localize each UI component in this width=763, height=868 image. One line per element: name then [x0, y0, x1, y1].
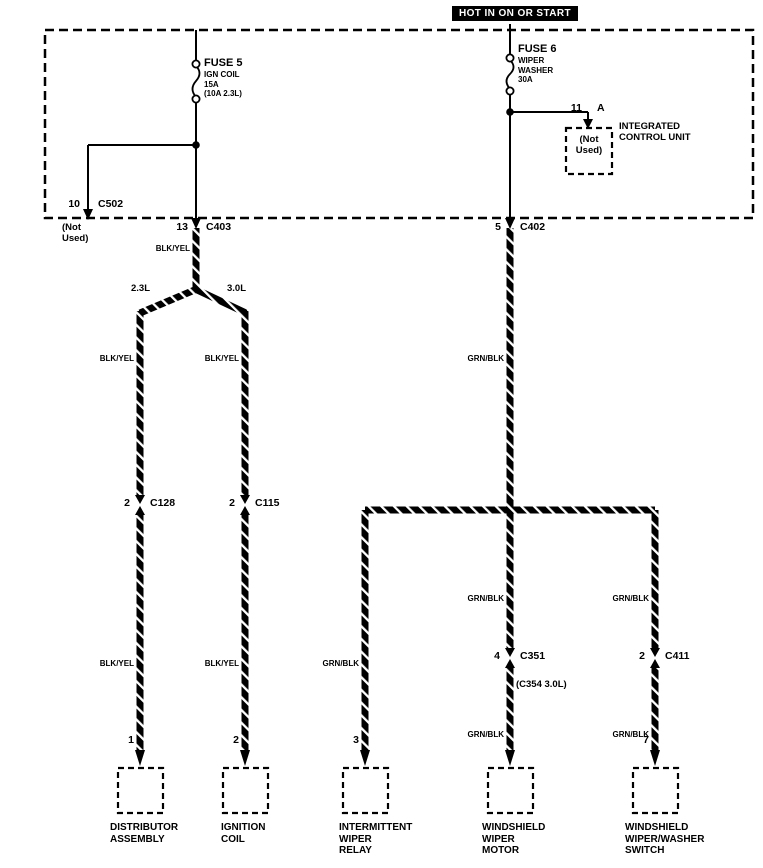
c351-name: C351	[520, 650, 546, 662]
engine-label-2-3l: 2.3L	[130, 283, 150, 294]
c502-arrow	[83, 209, 93, 220]
fuse6-label-block: FUSE 6 WIPER WASHER 30A	[518, 43, 557, 85]
fuse5-terminal-bottom	[191, 94, 201, 104]
c411-pin: 2	[639, 650, 645, 662]
windshield-wiper-motor-label: WINDSHIELD WIPER MOTOR	[482, 822, 546, 856]
icu-pin-letter: A	[597, 102, 605, 114]
wire-label-blk-yel: BLK/YEL	[99, 659, 134, 668]
wire-label-blk-yel: BLK/YEL	[155, 244, 190, 253]
switch-terminal-arrow	[650, 750, 660, 766]
fuse6-terminal-top	[505, 53, 515, 63]
icu-pin-number: 11	[570, 102, 582, 114]
wiper-switch-box	[631, 766, 680, 815]
fuse6-desc3: 30A	[518, 75, 533, 84]
c351-variant-note: (C354 3.0L)	[516, 679, 567, 690]
wire-label-blk-yel: BLK/YEL	[204, 354, 239, 363]
c411-name: C411	[665, 650, 690, 662]
fuse5-element	[191, 65, 201, 98]
fuse5-name: FUSE 5	[204, 57, 243, 69]
wiper-relay-box	[341, 766, 390, 815]
c502-name: C502	[98, 198, 124, 210]
c402-arrow	[505, 218, 515, 229]
wire-label-blk-yel: BLK/YEL	[99, 354, 134, 363]
intermittent-wiper-relay-label: INTERMITTENT WIPER RELAY	[339, 822, 413, 856]
c502-pin: 10	[68, 198, 80, 210]
component-boxes	[116, 126, 680, 815]
junction-icu-branch	[506, 108, 514, 116]
fuse6-name: FUSE 6	[518, 43, 557, 55]
power-distribution-box	[43, 28, 755, 220]
connector-arrows	[83, 119, 660, 766]
c115-connector-symbol	[240, 495, 250, 515]
wire-label-grn-blk: GRN/BLK	[467, 594, 504, 603]
fuse5-label-block: FUSE 5 IGN COIL 15A (10A 2.3L)	[204, 57, 243, 99]
icu-pin-box	[564, 126, 614, 176]
relay-terminal-arrow	[360, 750, 370, 766]
wire-label-grn-blk: GRN/BLK	[467, 354, 504, 363]
wire-label-grn-blk: GRN/BLK	[612, 594, 649, 603]
ignition-terminal-arrow	[240, 750, 250, 766]
feed-wires	[87, 24, 589, 224]
switch-terminal-pin: 7	[643, 734, 649, 746]
motor-terminal-arrow	[505, 750, 515, 766]
c351-connector-symbol	[505, 648, 515, 668]
c403-name: C403	[206, 221, 232, 233]
hot-in-on-or-start-label: HOT IN ON OR START	[452, 6, 579, 21]
windshield-wiper-washer-switch-label: WINDSHIELD WIPER/WASHER SWITCH	[625, 822, 705, 856]
fuse6-desc2: WASHER	[518, 65, 554, 75]
wire-label-grn-blk: GRN/BLK	[467, 730, 504, 739]
c351-pin: 4	[494, 650, 500, 662]
c402-pin: 5	[495, 221, 501, 233]
c403-pin: 13	[176, 221, 188, 233]
c502-not-used-note: (Not Used)	[62, 222, 89, 244]
distributor-terminal-pin: 1	[128, 734, 134, 746]
fuse5-symbol	[191, 59, 201, 104]
fuse6-desc1: WIPER	[518, 56, 545, 65]
c128-pin: 2	[124, 497, 130, 509]
icu-pin-arrow	[583, 119, 593, 129]
c128-connector-symbol	[135, 495, 145, 515]
ignition-coil-label: IGNITION COIL	[221, 822, 266, 845]
icu-not-used-note: (Not Used)	[575, 134, 603, 156]
c402-name: C402	[520, 221, 546, 233]
wire-label-grn-blk: GRN/BLK	[322, 659, 359, 668]
wire-label-grn-blk: GRN/BLK	[612, 730, 649, 739]
distributor-box	[116, 766, 165, 815]
relay-terminal-pin: 3	[353, 734, 359, 746]
c115-pin: 2	[229, 497, 235, 509]
fuse6-terminal-bottom	[505, 86, 515, 96]
fuse5-desc2: 15A	[204, 79, 219, 89]
wire-blkyel-split-left	[138, 285, 199, 317]
wiper-motor-box	[486, 766, 535, 815]
c403-arrow	[191, 218, 201, 229]
harness-wires	[136, 228, 659, 751]
inline-connectors	[135, 495, 660, 668]
fuse5-terminal-top	[191, 59, 201, 69]
engine-label-3-0l: 3.0L	[227, 283, 247, 294]
distributor-terminal-arrow	[135, 750, 145, 766]
distributor-assembly-label: DISTRIBUTOR ASSEMBLY	[110, 822, 179, 845]
junction-c502-branch	[192, 141, 200, 149]
wire-label-blk-yel: BLK/YEL	[204, 659, 239, 668]
fuse6-symbol	[505, 53, 515, 96]
c128-name: C128	[150, 497, 176, 509]
ignition-coil-box	[221, 766, 270, 815]
fuse6-element	[505, 59, 515, 90]
icu-name: INTEGRATED CONTROL UNIT	[619, 121, 691, 143]
c411-connector-symbol	[650, 648, 660, 668]
ignition-terminal-pin: 2	[233, 734, 239, 746]
fuse5-desc1: IGN COIL	[204, 70, 240, 79]
wire-blkyel-split-right	[193, 285, 248, 317]
c115-name: C115	[255, 497, 280, 509]
fuse5-desc3: (10A 2.3L)	[204, 89, 242, 98]
